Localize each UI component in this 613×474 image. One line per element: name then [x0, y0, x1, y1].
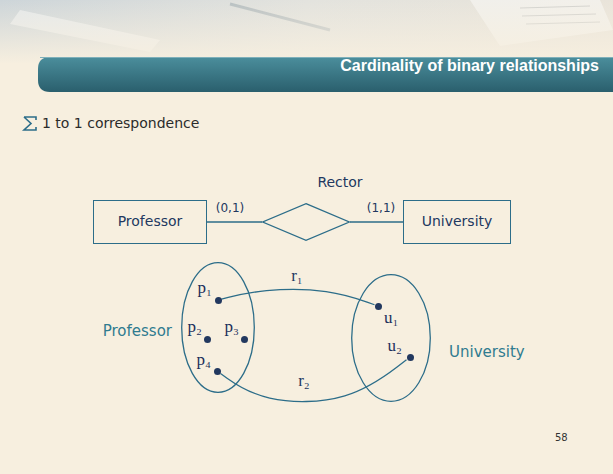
relationship-diamond: Rector — [262, 203, 350, 241]
instance-name: p₄ — [197, 351, 211, 370]
entity-box: Professor — [93, 200, 207, 244]
header-photo — [0, 0, 613, 64]
entity-set-ellipse: Universityu₁u₂ — [351, 274, 431, 402]
instance-name: p₁ — [198, 279, 212, 298]
diamond-outline — [262, 203, 350, 241]
instance-dot: u₁ — [375, 303, 382, 310]
instance-name: p₃ — [225, 318, 239, 337]
instance-name: u₁ — [384, 309, 398, 328]
instance-dot: p₂ — [204, 336, 211, 343]
header-fade — [0, 0, 613, 64]
relationship-line — [207, 221, 262, 222]
entity-set-name: Professor — [103, 323, 172, 340]
cardinality-label: (1,1) — [365, 202, 397, 215]
entity-set-ellipse: Professorp₁p₂p₃p₄ — [181, 262, 255, 393]
instance-dot: u₂ — [407, 354, 414, 361]
instance-dot: p₁ — [215, 297, 222, 304]
diamond-shape — [263, 204, 350, 241]
entity-name: University — [422, 214, 493, 229]
relationship-line — [350, 221, 403, 222]
instance-link — [222, 290, 375, 305]
bullet-text: 1 to 1 correspondence — [42, 115, 199, 131]
entity-name: Professor — [118, 214, 183, 229]
instance-label: r₂ — [296, 372, 312, 391]
instance-link — [221, 360, 407, 402]
entity-box: University — [403, 200, 511, 244]
instance-label: r₁ — [289, 267, 305, 286]
entity-set-name: University — [449, 344, 525, 361]
slide-title: Cardinality of binary relationships — [340, 57, 599, 92]
instance-name: u₂ — [388, 337, 402, 356]
title-bar — [38, 57, 613, 92]
instance-dot: p₄ — [214, 368, 221, 375]
ellipse-shape — [352, 275, 431, 402]
ellipse-shape — [182, 263, 255, 393]
page-number: 58 — [555, 432, 568, 443]
cardinality-label: (0,1) — [214, 202, 246, 215]
relationship-name: Rector — [317, 175, 362, 190]
bullet-symbol — [24, 117, 36, 130]
instance-dot: p₃ — [241, 336, 248, 343]
instance-name: p₂ — [188, 318, 202, 337]
